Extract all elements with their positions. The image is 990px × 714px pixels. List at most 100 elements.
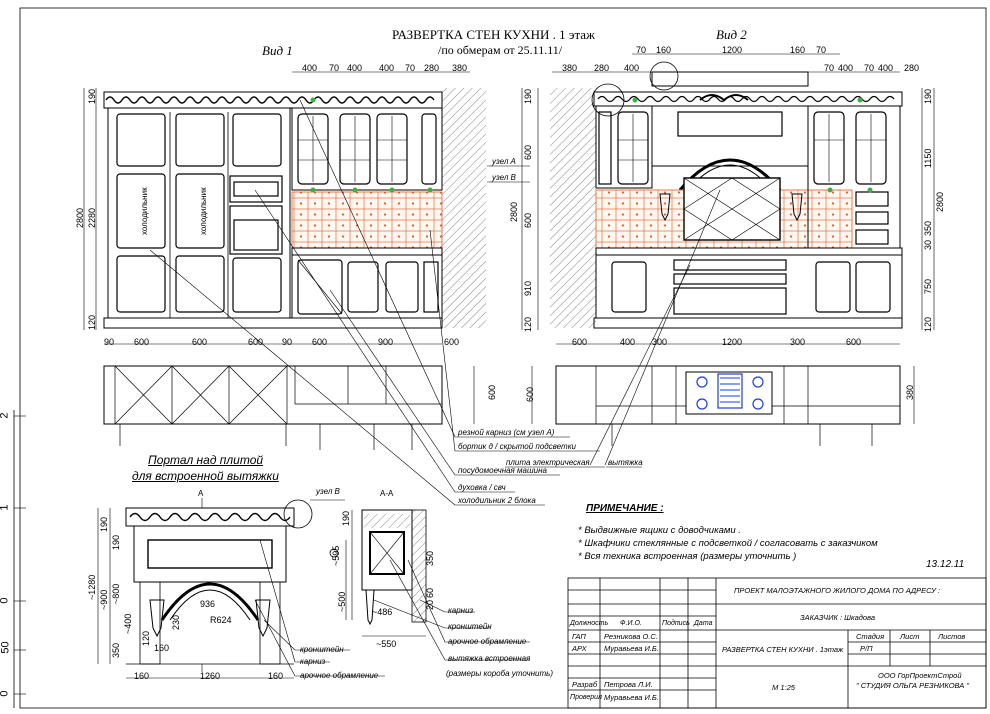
note-item: * Выдвижные ящики с доводчиками .: [578, 525, 741, 536]
callout-cornice: резной карниз (см узел А): [458, 428, 555, 437]
dim: ~1280: [87, 574, 97, 600]
dim: 2800: [75, 207, 85, 228]
dim: 120: [141, 630, 151, 646]
dim: ~595: [331, 545, 341, 566]
dim: 70: [816, 45, 827, 55]
dim: 400: [878, 63, 894, 73]
dim: R624: [210, 615, 232, 625]
tb-customer: ЗАКАЗЧИК : Шкадова: [800, 613, 875, 622]
dim: ~500: [337, 591, 347, 612]
tb-stage-label: Стадия: [856, 632, 885, 641]
dim: 750: [923, 278, 933, 294]
dim: 1150: [923, 148, 933, 168]
node-b-label: узел В: [492, 173, 516, 182]
dim: ~900: [99, 589, 109, 610]
cut-mark: А: [198, 489, 204, 498]
dim: 70: [864, 63, 875, 73]
dim: 380: [562, 63, 578, 73]
view2-elevation: [521, 53, 935, 446]
dim: 900: [378, 337, 394, 347]
tb-header-position: Должность: [570, 620, 609, 627]
callout-hood: вытяжка: [608, 458, 643, 467]
dim: 120: [87, 314, 97, 330]
dim: 600: [192, 337, 208, 347]
fridge-label: холодильник: [140, 187, 149, 235]
dim: 400: [624, 63, 640, 73]
tb-row-name: Муравьева И.Б.: [604, 644, 659, 653]
sheet-subtitle: /по обмерам от 25.11.11/: [438, 43, 563, 57]
dim: 120: [923, 316, 933, 332]
view1-elevation: [83, 71, 486, 450]
dim: 400: [838, 63, 854, 73]
tb-row-name: Резникова О.С.: [604, 632, 658, 641]
dim: ~486: [372, 607, 393, 617]
dim: 190: [523, 88, 533, 104]
tb-row-name: Петрова Л.И.: [604, 680, 653, 689]
leader-lines: [149, 99, 721, 506]
dim: 2280: [87, 207, 97, 228]
dim: 70: [636, 45, 647, 55]
note-item: * Вся техника встроенная (размеры уточни…: [578, 551, 797, 562]
node-a-label: узел А: [492, 157, 516, 166]
dim: 160: [154, 643, 170, 653]
dim: 160: [790, 45, 806, 55]
sheet-title: РАЗВЕРТКА СТЕН КУХНИ . 1 этаж: [392, 27, 596, 42]
dim: ~550: [376, 639, 397, 649]
dim: 280: [904, 63, 920, 73]
tb-row-name: Муравьева И.Б.: [604, 693, 659, 702]
tb-row-position: АРХ: [572, 644, 587, 653]
dim: 1200: [722, 337, 743, 347]
dim: 280: [424, 63, 440, 73]
dim: 2800: [509, 201, 519, 222]
tb-header-name: Ф.И.О.: [620, 620, 642, 627]
ruler-mark: 0: [0, 597, 11, 603]
dim: 600: [525, 386, 535, 402]
tb-org: ООО ГорПроектСтрой: [878, 671, 962, 680]
tb-row-position: ГАП: [572, 632, 586, 641]
dim: 350: [923, 220, 933, 236]
dim: 90: [282, 337, 293, 347]
title-block-grid: [567, 577, 987, 709]
dim: 600: [572, 337, 588, 347]
dim: 400: [379, 63, 395, 73]
tb-row-position: Проверил: [570, 694, 602, 701]
dim: 90: [104, 337, 115, 347]
dim: 1200: [722, 45, 743, 55]
dim: 160: [656, 45, 672, 55]
callout-dishwasher: посудомоечная машина: [458, 466, 547, 475]
dim: 70: [405, 63, 416, 73]
fridge-label: холодильник: [199, 187, 208, 235]
dim: 190: [99, 516, 109, 532]
callout-lighting-rail: бортик д / скрытой подсветки: [458, 442, 576, 451]
portal-node-b: узел В: [316, 487, 340, 496]
dim: 600: [846, 337, 862, 347]
label-bracket: кронштейн: [300, 645, 344, 654]
dim: 936: [200, 599, 216, 609]
dim: 160: [268, 671, 284, 681]
portal-title: Портал над плитой: [148, 453, 264, 467]
label-arch-trim: арочное обрамление: [300, 671, 379, 680]
dim: 380: [452, 63, 468, 73]
sheet-date: 13.12.11: [926, 559, 965, 570]
notes-heading: ПРИМЕЧАНИЕ :: [586, 503, 664, 514]
dim: 190: [87, 88, 97, 104]
tb-org-studio: " СТУДИЯ ОЛЬГА РЕЗНИКОВА ": [856, 681, 970, 690]
ruler-mark: 2: [0, 412, 11, 418]
callout-hob: плита электрическая: [506, 458, 590, 467]
tb-sheet-label: Лист: [900, 632, 920, 641]
dim: 380: [905, 384, 915, 400]
dim: 600: [523, 212, 533, 228]
dim: 20: [425, 599, 435, 610]
dim: 350: [111, 642, 121, 658]
dim: 300: [790, 337, 806, 347]
tb-header-date: Дата: [694, 620, 713, 627]
dim: 30: [923, 239, 933, 250]
dim: ~400: [123, 613, 133, 634]
dim: 600: [487, 384, 497, 400]
dim: 280: [594, 63, 610, 73]
label-cornice: карниз: [448, 606, 474, 615]
section-label: А-А: [380, 489, 394, 498]
dim: 70: [329, 63, 340, 73]
dim: 2800: [935, 191, 945, 212]
